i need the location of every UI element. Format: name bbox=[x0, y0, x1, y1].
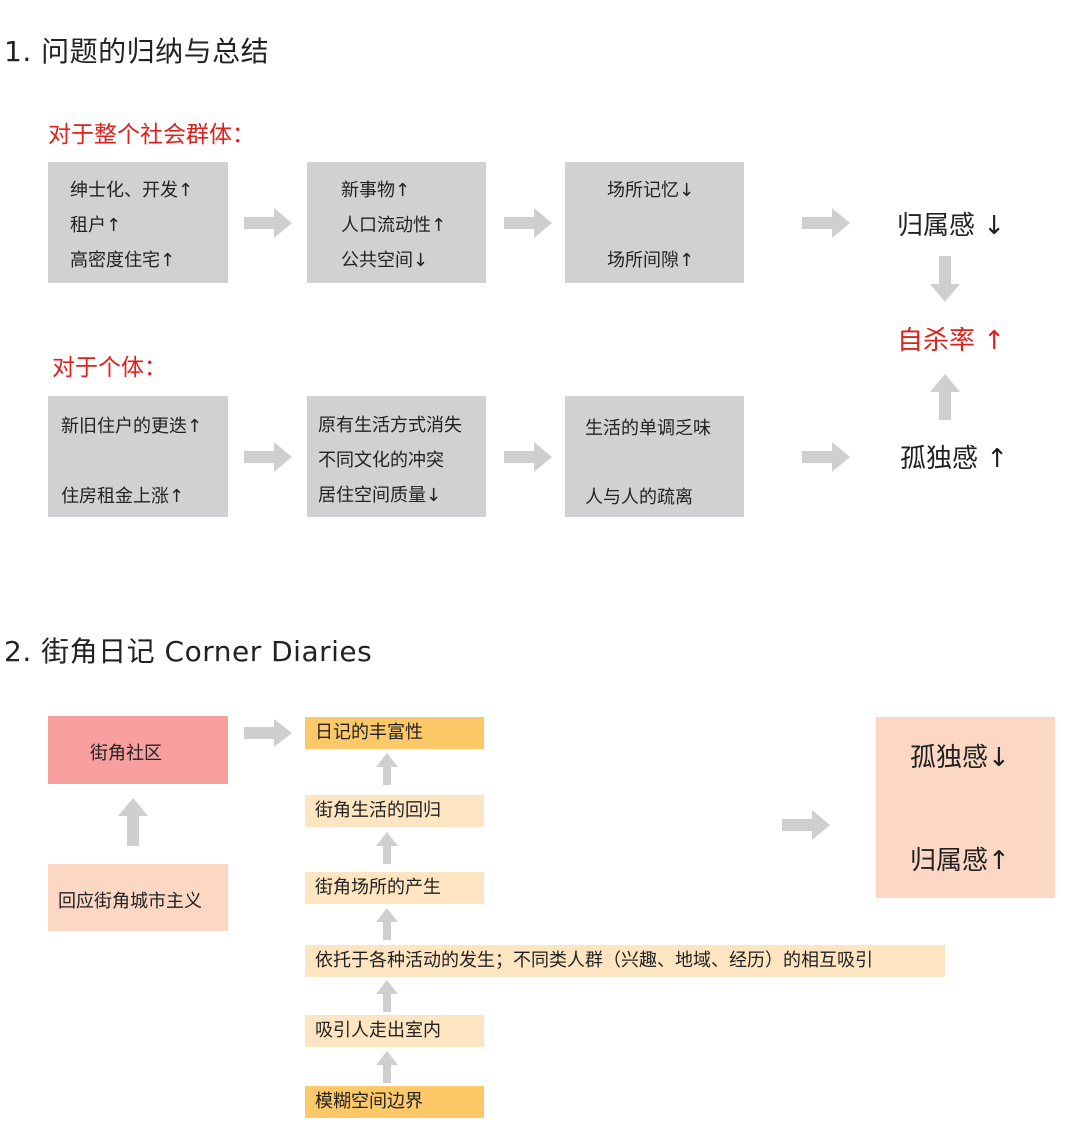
box-line: 不同文化的冲突 bbox=[318, 450, 444, 471]
chain-step-6: 模糊空间边界 bbox=[305, 1086, 484, 1118]
arrow-up-icon bbox=[376, 1051, 398, 1083]
box-line: 人口流动性↑ bbox=[341, 215, 447, 236]
box-line: 场所间隙↑ bbox=[607, 250, 695, 271]
box-line: 新事物↑ bbox=[341, 180, 411, 201]
box-line: 原有生活方式消失 bbox=[318, 415, 462, 436]
box-line: 人与人的疏离 bbox=[585, 487, 693, 508]
group-label: 对于整个社会群体： bbox=[48, 122, 255, 148]
individual-box-1: 新旧住户的更迭↑ 住房租金上涨↑ bbox=[48, 396, 228, 517]
group-box-3: 场所记忆↓ 场所间隙↑ bbox=[565, 162, 744, 283]
arrow-right-icon bbox=[802, 442, 850, 472]
chain-step-1: 日记的丰富性 bbox=[305, 717, 484, 749]
arrow-up-icon bbox=[376, 832, 398, 864]
individual-box-3: 生活的单调乏味 人与人的疏离 bbox=[565, 396, 744, 517]
belonging-result: 归属感↑ bbox=[910, 846, 1010, 876]
arrow-up-icon bbox=[930, 374, 960, 420]
arrow-right-icon bbox=[504, 442, 552, 472]
arrow-up-icon bbox=[118, 798, 148, 846]
response-box: 回应街角城市主义 bbox=[48, 864, 228, 931]
box-line: 租户↑ bbox=[70, 215, 122, 236]
arrow-right-icon bbox=[244, 208, 292, 238]
box-line: 新旧住户的更迭↑ bbox=[61, 416, 203, 437]
chain-step-3: 街角场所的产生 bbox=[305, 872, 484, 904]
community-label: 街角社区 bbox=[90, 743, 162, 764]
community-box: 街角社区 bbox=[48, 716, 228, 784]
box-line: 高密度住宅↑ bbox=[70, 250, 176, 271]
chain-step-2: 街角生活的回归 bbox=[305, 795, 484, 827]
arrow-right-icon bbox=[244, 442, 292, 472]
arrow-down-icon bbox=[930, 256, 960, 302]
loneliness-result: 孤独感↓ bbox=[910, 743, 1010, 773]
chain-step-5: 吸引人走出室内 bbox=[305, 1015, 484, 1047]
individual-label: 对于个体： bbox=[52, 355, 167, 381]
group-box-2: 新事物↑ 人口流动性↑ 公共空间↓ bbox=[307, 162, 486, 283]
box-line: 住房租金上涨↑ bbox=[61, 486, 185, 507]
group-box-1: 绅士化、开发↑ 租户↑ 高密度住宅↑ bbox=[48, 162, 228, 283]
arrow-up-icon bbox=[376, 980, 398, 1012]
box-line: 公共空间↓ bbox=[341, 250, 429, 271]
box-line: 生活的单调乏味 bbox=[585, 418, 711, 439]
box-line: 居住空间质量↓ bbox=[318, 485, 442, 506]
box-line: 绅士化、开发↑ bbox=[70, 180, 194, 201]
suicide-outcome: 自杀率 ↑ bbox=[897, 326, 1006, 356]
arrow-right-icon bbox=[802, 208, 850, 238]
section1-title: 1. 问题的归纳与总结 bbox=[4, 35, 270, 68]
results-box: 孤独感↓ 归属感↑ bbox=[876, 717, 1055, 898]
arrow-up-icon bbox=[376, 753, 398, 785]
belonging-outcome: 归属感 ↓ bbox=[897, 211, 1006, 241]
arrow-up-icon bbox=[376, 908, 398, 940]
chain-step-4: 依托于各种活动的发生；不同类人群（兴趣、地域、经历）的相互吸引 bbox=[305, 945, 945, 977]
box-line: 场所记忆↓ bbox=[607, 180, 695, 201]
individual-box-2: 原有生活方式消失 不同文化的冲突 居住空间质量↓ bbox=[307, 396, 486, 517]
response-label: 回应街角城市主义 bbox=[58, 891, 202, 912]
loneliness-outcome: 孤独感 ↑ bbox=[900, 444, 1009, 474]
section2-title: 2. 街角日记 Corner Diaries bbox=[4, 635, 373, 668]
arrow-right-icon bbox=[782, 810, 830, 840]
arrow-right-icon bbox=[244, 719, 292, 747]
arrow-right-icon bbox=[504, 208, 552, 238]
